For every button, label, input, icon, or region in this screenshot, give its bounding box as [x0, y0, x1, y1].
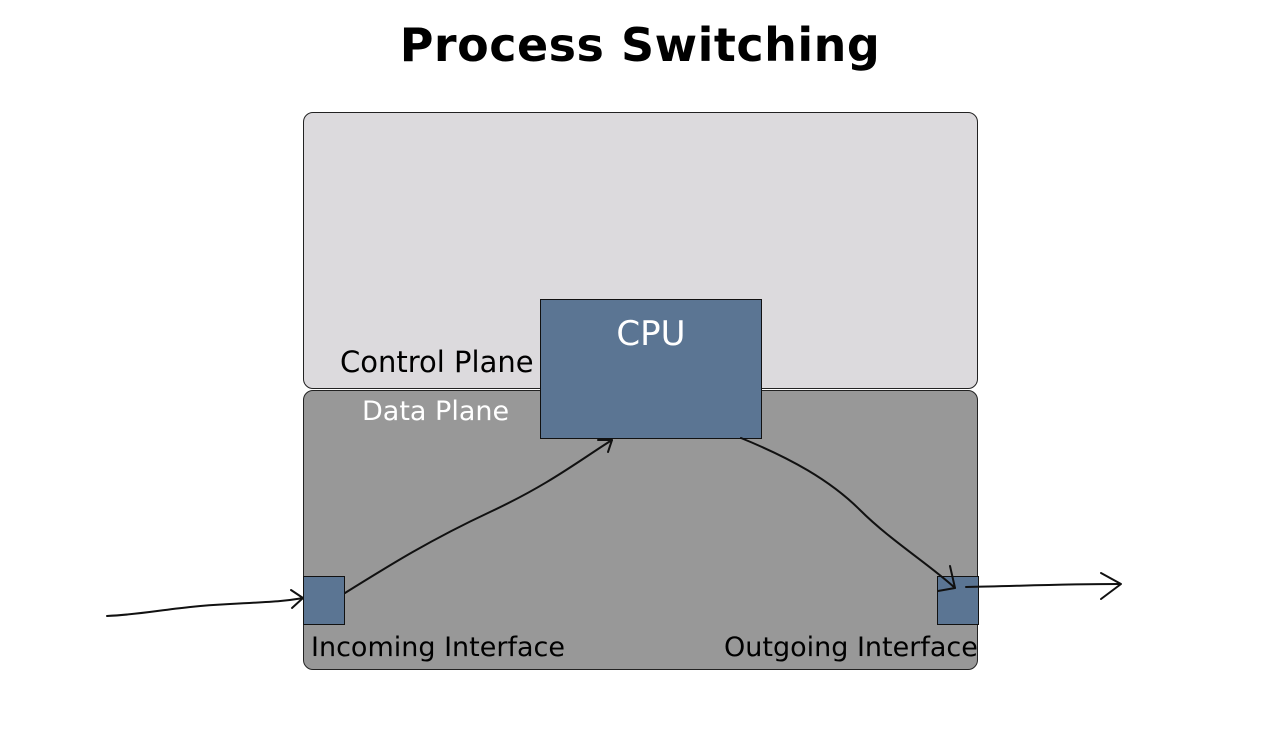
- outgoing-interface-box: [937, 576, 979, 625]
- control-plane-label: Control Plane: [340, 345, 534, 379]
- incoming-interface-label: Incoming Interface: [311, 632, 565, 663]
- arrowhead-out: [1100, 572, 1122, 600]
- arrow-into-incoming-interface: [106, 597, 304, 617]
- cpu-box: [540, 299, 762, 439]
- outgoing-interface-label: Outgoing Interface: [724, 632, 978, 663]
- arrowhead-incoming: [290, 589, 304, 609]
- incoming-interface-box: [303, 576, 345, 625]
- slide-title: Process Switching: [399, 18, 881, 72]
- cpu-label: CPU: [616, 314, 686, 354]
- arrow-outgoing-out: [965, 583, 1121, 588]
- data-plane-label: Data Plane: [362, 396, 510, 427]
